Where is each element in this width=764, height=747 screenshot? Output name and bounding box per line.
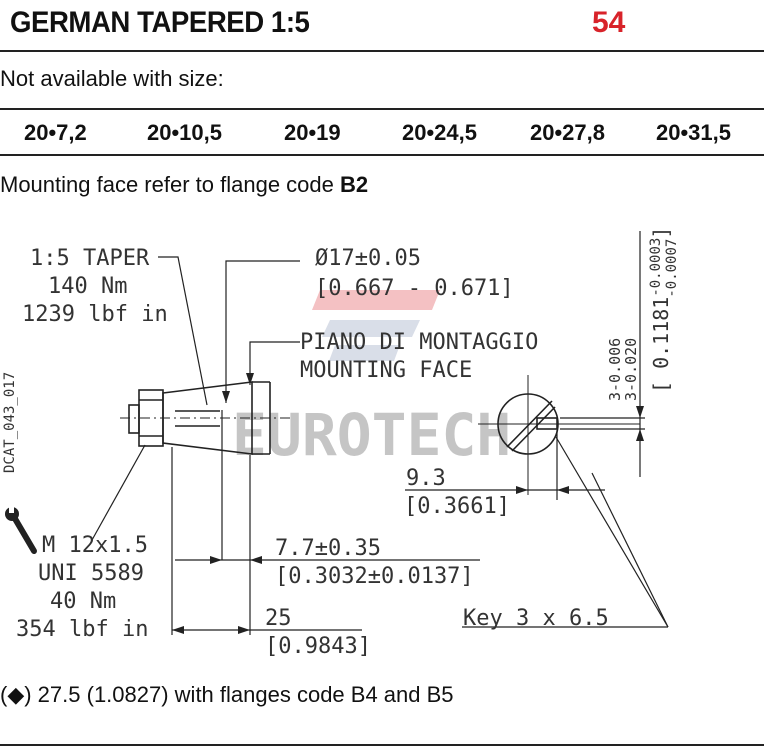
drawing-labels: 1:5 TAPER 140 Nm 1239 lbf in Ø17±0.05 [0… (2, 227, 680, 659)
thread-torque-imperial: 354 lbf in (16, 617, 148, 642)
flange-note: (◆) 27.5 (1.0827) with flanges code B4 a… (0, 682, 454, 707)
thread-standard: UNI 5589 (38, 561, 144, 586)
divider (0, 50, 764, 52)
logo-text: EUROTECH (232, 401, 511, 469)
size-item: 20•10,5 (147, 120, 222, 145)
thread-torque: 40 Nm (50, 589, 116, 614)
key-width-close: ] (649, 227, 673, 239)
size-item: 20•7,2 (24, 120, 87, 145)
key-width-base: [ 0.1181 (649, 297, 673, 393)
size-item: 20•27,8 (530, 120, 605, 145)
mounting-face-en: MOUNTING FACE (300, 358, 472, 383)
eurotech-logo: EUROTECH (232, 290, 511, 469)
diameter-imperial: [0.667 - 0.671] (315, 276, 514, 301)
drawing-id: DCAT_043_017 (2, 372, 18, 473)
dim-25: 25 (265, 606, 292, 631)
size-list: 20•7,2 20•10,5 20•19 20•24,5 20•27,8 20•… (0, 110, 764, 154)
shaft-end-view (478, 375, 640, 495)
mounting-text: Mounting face refer to flange code (0, 172, 340, 197)
taper-torque: 140 Nm (48, 274, 127, 299)
key-width-imperial: [ 0.1181-0.0003-0.0007] (648, 227, 680, 393)
key-label: Key 3 x 6.5 (463, 606, 609, 631)
taper-torque-imperial: 1239 lbf in (22, 302, 168, 327)
dimension-lines (91, 231, 669, 635)
size-item: 20•31,5 (656, 120, 731, 145)
flange-code: B2 (340, 172, 369, 197)
shaft-drawing: EUROTECH (2, 227, 680, 659)
divider (0, 154, 764, 156)
mounting-face-it: PIANO DI MONTAGGIO (300, 330, 538, 355)
size-item: 20•19 (284, 120, 341, 145)
header: GERMAN TAPERED 1:5 54 (0, 0, 764, 50)
mounting-note: Mounting face refer to flange code B2 (0, 172, 368, 198)
key-width-sub: -0.0007 (664, 239, 680, 298)
key-tol-lower: 3-0.020 (622, 338, 640, 401)
diameter-label: Ø17±0.05 (315, 246, 421, 271)
not-available-label: Not available with size: (0, 66, 224, 91)
product-code: 54 (592, 6, 626, 39)
key-tol-upper: 3-0.006 (606, 338, 624, 401)
dim-7-7-imperial: [0.3032±0.0137] (275, 564, 474, 589)
taper-label: 1:5 TAPER (30, 246, 150, 271)
dim-7-7: 7.7±0.35 (275, 536, 381, 561)
thread-label: M 12x1.5 (42, 533, 148, 558)
size-item: 20•24,5 (402, 120, 477, 145)
wrench-icon (5, 507, 37, 554)
dim-9-3-imperial: [0.3661] (404, 494, 510, 519)
divider (0, 744, 764, 746)
key-width-sup: -0.0003 (648, 238, 664, 297)
divider (0, 108, 764, 110)
dim-9-3: 9.3 (406, 466, 446, 491)
shaft-side-view (120, 381, 290, 455)
page-title: GERMAN TAPERED 1:5 (10, 6, 310, 39)
dim-25-imperial: [0.9843] (265, 634, 371, 659)
arrowheads (172, 373, 644, 634)
